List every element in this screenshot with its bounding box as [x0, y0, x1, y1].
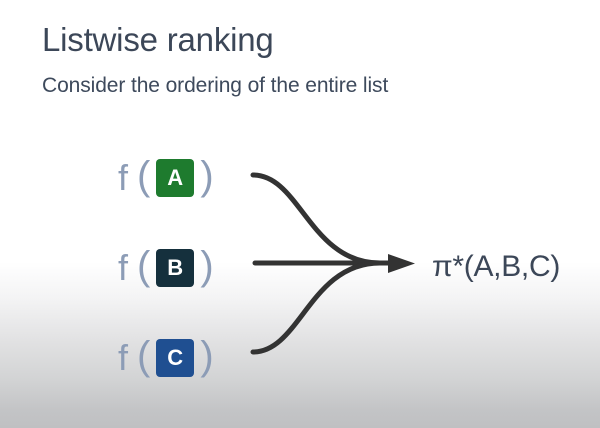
- paren-open-a: (: [137, 154, 151, 198]
- connector-curve-c: [250, 260, 383, 355]
- listwise-ranking-diagram: f ( A ) f ( B ) f ( C ) π*(A,B,C): [0, 130, 600, 410]
- paren-close-c: ): [200, 334, 214, 378]
- paren-close-a: ): [200, 154, 214, 198]
- function-symbol-a: f: [118, 157, 129, 198]
- heading-block: Listwise ranking Consider the ordering o…: [42, 20, 562, 100]
- function-symbol-c: f: [118, 337, 129, 378]
- token-box-b[interactable]: B: [156, 249, 195, 287]
- token-box-c[interactable]: C: [156, 339, 195, 377]
- page-title: Listwise ranking: [42, 21, 274, 58]
- output-label: π*(A,B,C): [432, 250, 561, 283]
- connector-curve-a: [250, 172, 383, 266]
- input-expression-c: f ( C ): [118, 334, 216, 382]
- input-expression-b: f ( B ): [118, 244, 216, 292]
- input-expression-a: f ( A ): [118, 154, 216, 202]
- paren-open-b: (: [137, 244, 151, 288]
- arrowhead-icon: [388, 254, 415, 273]
- paren-open-c: (: [137, 334, 151, 378]
- page-subtitle: Consider the ordering of the entire list: [42, 74, 389, 97]
- function-symbol-b: f: [118, 247, 129, 288]
- token-box-a[interactable]: A: [156, 159, 195, 197]
- paren-close-b: ): [200, 244, 214, 288]
